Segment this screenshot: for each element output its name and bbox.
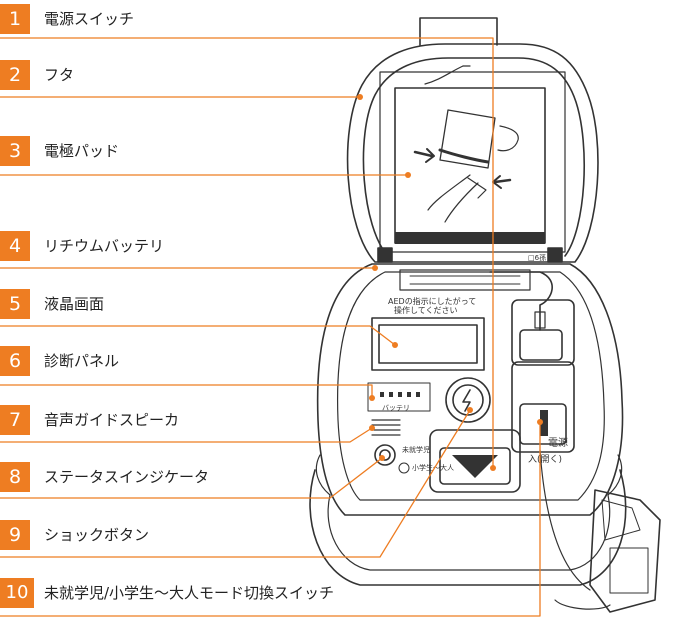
lid-tab [419, 17, 498, 46]
number-badge: 4 [0, 231, 30, 261]
number-badge: 6 [0, 346, 30, 376]
open-text: 入(開く) [528, 454, 562, 465]
instruction-line-2: 操作してください [394, 305, 458, 315]
mode-key-tag [589, 489, 661, 613]
power-switch[interactable] [429, 429, 521, 493]
number-badge: 9 [0, 520, 30, 550]
diagnostic-panel [367, 382, 431, 412]
lid-shell [346, 43, 599, 263]
leader-line-9 [0, 409, 471, 558]
power-text: 電源 [548, 436, 568, 449]
leader-line-8 [0, 457, 383, 499]
preschool-text: 未就学児 [402, 445, 430, 454]
label-mode-switch: 未就学児/小学生〜大人モード切換スイッチ [44, 584, 335, 602]
number-badge: 7 [0, 405, 30, 435]
label-electrode-pad: 電極パッド [44, 142, 120, 160]
number-badge: 2 [0, 60, 30, 90]
leader-line-7 [0, 427, 373, 443]
label-shock-button: ショックボタン [44, 526, 150, 544]
shock-button[interactable] [445, 377, 491, 423]
instruction-line-1: AEDの指示にしたがって [388, 296, 476, 306]
leader-line-5 [0, 325, 396, 346]
lcd-screen [371, 317, 485, 371]
status-indicator [374, 444, 396, 466]
speaker-grille [371, 419, 401, 436]
number-badge: 1 [0, 4, 30, 34]
label-status-indicator: ステータスインジケータ [44, 468, 210, 486]
carry-handle [309, 469, 627, 586]
body-shell [316, 263, 624, 516]
leader-line-6 [0, 384, 373, 399]
battery-text: バッテリ [382, 404, 410, 412]
number-badge: 5 [0, 289, 30, 319]
label-lcd-screen: 液晶画面 [44, 295, 105, 313]
mode-switch[interactable] [511, 361, 575, 453]
label-power-switch: 電源スイッチ [44, 10, 135, 28]
number-badge: 8 [0, 462, 30, 492]
label-lithium-battery: リチウムバッテリ [44, 237, 165, 255]
leader-line-10 [0, 421, 541, 617]
number-badge: 3 [0, 136, 30, 166]
lid-inner-panel [379, 71, 566, 253]
leader-line-1 [0, 37, 494, 469]
number-badge: 10 [0, 578, 34, 608]
label-diagnostic-panel: 診断パネル [44, 352, 120, 370]
label-lid: フタ [44, 66, 75, 84]
lid-mark-text: □6孫 [528, 253, 546, 262]
adult-text: 小学生〜大人 [412, 463, 454, 472]
lithium-battery [511, 299, 575, 366]
label-voice-speaker: 音声ガイドスピーカ [44, 411, 180, 429]
